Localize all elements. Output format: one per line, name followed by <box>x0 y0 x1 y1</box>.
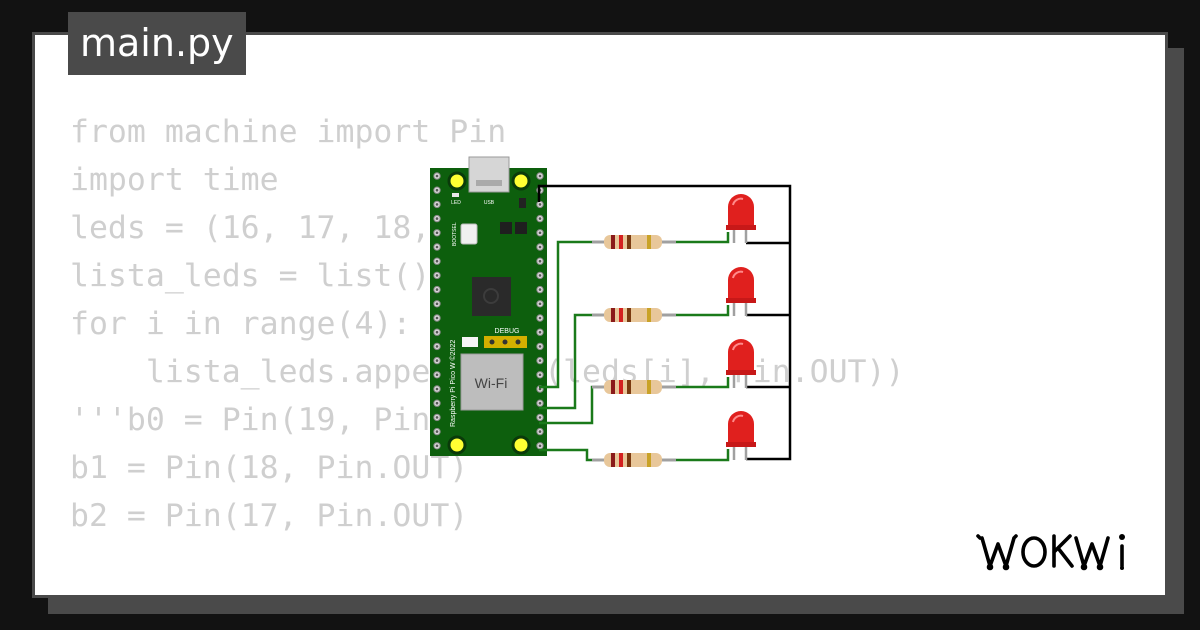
red-led[interactable] <box>726 194 756 243</box>
header-pin-hole <box>435 330 439 334</box>
header-pin-hole <box>435 174 439 178</box>
red-led[interactable] <box>726 411 756 460</box>
board-name: Raspberry Pi Pico W ©2022 <box>449 340 457 427</box>
header-pin-hole <box>538 231 542 235</box>
red-led[interactable] <box>726 339 756 388</box>
header-pin-hole <box>435 274 439 277</box>
header-pin-hole <box>435 203 439 206</box>
header-pin-hole <box>435 387 439 391</box>
mount-hole <box>511 435 531 455</box>
led-label: LED <box>451 200 461 206</box>
right-pin-header <box>536 172 544 450</box>
file-tab[interactable]: main.py <box>68 12 246 75</box>
wifi-module <box>460 353 524 411</box>
header-pin-hole <box>435 316 439 320</box>
code-line: for i in range(4): <box>70 306 412 342</box>
header-pin-hole <box>538 316 542 320</box>
mount-hole <box>447 171 467 191</box>
header-pin-hole <box>538 373 542 377</box>
resistor[interactable] <box>592 453 676 467</box>
wifi-label: Wi-Fi <box>475 375 508 391</box>
header-pin-hole <box>435 259 439 263</box>
header-pin-hole <box>538 444 542 448</box>
header-pin-hole <box>538 288 542 291</box>
rp2040-chip <box>472 277 511 316</box>
code-line: b1 = Pin(18, Pin.OUT) <box>70 450 469 486</box>
usb-label: USB <box>484 200 495 206</box>
header-pin-hole <box>435 359 439 362</box>
resistor[interactable] <box>592 380 676 394</box>
header-pin-hole <box>538 401 542 405</box>
header-pin-hole <box>538 359 542 362</box>
header-pin-hole <box>538 330 542 334</box>
header-pin-hole <box>538 174 542 178</box>
header-pin-hole <box>435 217 439 220</box>
header-pin-hole <box>435 188 439 192</box>
header-pin-hole <box>538 416 542 419</box>
header-pin-hole <box>538 274 542 277</box>
header-pin-hole <box>435 373 439 377</box>
header-pin-hole <box>538 345 542 348</box>
header-pin-hole <box>435 302 439 306</box>
code-line: lista_leds = list() <box>70 258 431 294</box>
bootsel-label: BOOTSEL <box>452 222 458 246</box>
header-pin-hole <box>435 416 439 419</box>
code-line: import time <box>70 162 279 198</box>
code-line: b2 = Pin(17, Pin.OUT) <box>70 498 469 534</box>
header-pin-hole <box>435 444 439 448</box>
red-led[interactable] <box>726 267 756 316</box>
debug-label: DEBUG <box>495 328 520 335</box>
header-pin-hole <box>538 387 542 391</box>
onboard-led <box>452 193 459 197</box>
header-pin-hole <box>538 217 542 220</box>
resistor[interactable] <box>592 308 676 322</box>
resistor[interactable] <box>592 235 676 249</box>
left-pin-header <box>433 172 441 450</box>
usb-connector <box>468 156 510 193</box>
ground-wires <box>537 184 792 461</box>
wokwi-logo[interactable] <box>976 526 1152 574</box>
header-pin-hole <box>435 288 439 291</box>
header-pin-hole <box>435 245 439 249</box>
header-pin-hole <box>538 430 542 433</box>
pico-w-board[interactable]: LED USB BOOTSEL DEBUG Wi-Fi Raspberry Pi… <box>430 156 547 456</box>
header-pin-hole <box>538 203 542 206</box>
header-pin-hole <box>538 245 542 249</box>
header-pin-hole <box>538 259 542 263</box>
header-pin-hole <box>435 231 439 235</box>
header-pin-hole <box>435 430 439 433</box>
code-line: from machine import Pin <box>70 114 507 150</box>
mount-hole <box>447 435 467 455</box>
mount-hole <box>511 171 531 191</box>
header-pin-hole <box>435 345 439 348</box>
header-pin-hole <box>435 401 439 405</box>
signal-wires <box>539 232 730 462</box>
bootsel-button[interactable] <box>460 223 478 245</box>
header-pin-hole <box>538 302 542 306</box>
